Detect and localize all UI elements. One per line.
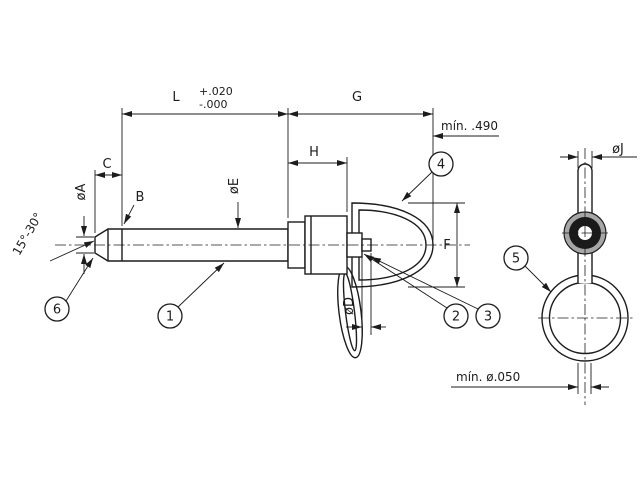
balloon-3-number: 3	[484, 310, 492, 325]
label-dim-H: H	[309, 145, 319, 160]
label-tol-plus: +.020	[199, 85, 233, 98]
dim-dia-A	[76, 216, 94, 274]
balloon-5: 5	[503, 245, 552, 293]
label-dim-C: C	[102, 157, 111, 172]
dim-dia-J	[560, 151, 637, 168]
dim-H	[288, 157, 348, 212]
label-dim-F: F	[443, 238, 450, 253]
end-view	[538, 148, 634, 405]
balloon-2-number: 2	[452, 310, 460, 325]
label-min-wire-diameter: mín. ø.050	[456, 370, 520, 384]
balloon-1-number: 1	[166, 310, 174, 325]
dim-B-leader	[123, 204, 135, 225]
balloon-5-number: 5	[512, 252, 520, 267]
label-dia-E: øE	[227, 178, 242, 194]
label-dia-D: øD	[342, 297, 357, 315]
balloon-6-number: 6	[53, 303, 61, 318]
balloon-1: 1	[157, 262, 225, 329]
balloon-3: 3	[370, 256, 501, 329]
label-dim-G: G	[352, 90, 362, 105]
balloon-2: 2	[363, 253, 469, 329]
dim-G	[288, 108, 434, 240]
balloon-4-number: 4	[437, 158, 445, 173]
balloon-4: 4	[401, 151, 454, 202]
label-dia-J: øJ	[612, 142, 624, 157]
label-dim-L: L	[172, 90, 180, 105]
balloon-6: 6	[44, 257, 94, 322]
label-dim-B: B	[136, 190, 145, 205]
label-dia-A: øA	[74, 183, 89, 200]
ring-handle-side	[337, 202, 434, 359]
dim-dia-D	[346, 253, 386, 335]
chamfer-angle-leader	[49, 240, 95, 262]
dim-C	[94, 170, 122, 233]
label-min-ring-clearance: mín. .490	[441, 119, 498, 133]
dim-min-050	[451, 363, 609, 394]
dim-L	[121, 108, 289, 226]
dim-F	[408, 202, 465, 288]
label-chamfer-angle: 15°-30°	[10, 210, 46, 258]
label-tol-minus: -.000	[199, 98, 227, 111]
